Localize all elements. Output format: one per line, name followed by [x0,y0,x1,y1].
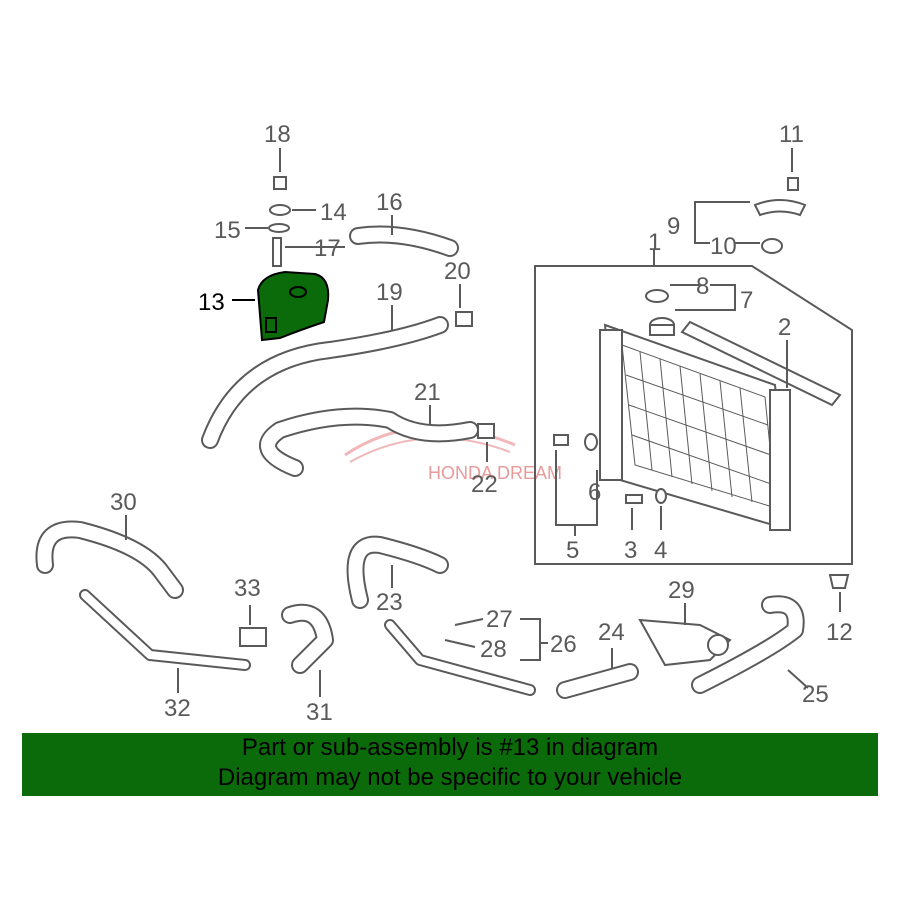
callout-31: 31 [306,699,333,726]
callout-33: 33 [234,575,261,602]
radiator-shroud-bar [680,320,842,407]
info-banner: Part or sub-assembly is #13 in diagram D… [22,733,878,796]
callout-6: 6 [588,479,601,506]
callout-20: 20 [444,258,471,285]
callout-21: 21 [414,379,441,406]
callout-2: 2 [778,314,791,341]
callout-27: 27 [486,606,513,633]
hoses [35,225,805,699]
callout-18: 18 [264,121,291,148]
callout-14: 14 [320,199,347,226]
banner-line-1: Part or sub-assembly is #13 in diagram [241,734,659,761]
callout-26: 26 [550,631,577,658]
radiator-cap [645,289,675,336]
callout-12: 12 [826,619,853,646]
callouts: 1 2 3 4 5 6 7 8 9 10 11 12 13 14 15 16 1… [110,121,853,726]
callout-29: 29 [668,577,695,604]
water-pipes [79,589,732,696]
small-parts [239,176,495,647]
callout-7: 7 [740,287,753,314]
watermark-text: HONDA DREAM [428,463,562,483]
reserve-tank-part [256,270,330,342]
callout-17: 17 [314,235,341,262]
callout-30: 30 [110,489,137,516]
callout-19: 19 [376,279,403,306]
callout-32: 32 [164,695,191,722]
callout-28: 28 [480,636,507,663]
callout-25: 25 [802,681,829,708]
upper-right-clips [753,177,850,589]
callout-15: 15 [214,217,241,244]
callout-10: 10 [710,233,737,260]
callout-3: 3 [624,537,637,564]
radiator-part [599,323,792,532]
callout-13: 13 [198,289,225,316]
callout-5: 5 [566,537,579,564]
callout-23: 23 [376,589,403,616]
callout-11: 11 [779,121,804,148]
callout-22: 22 [471,471,498,498]
callout-16: 16 [376,189,403,216]
callout-9: 9 [667,213,680,240]
banner-line-2: Diagram may not be specific to your vehi… [217,764,683,791]
leader-lines [125,148,841,697]
callout-1: 1 [648,229,661,256]
radiator-assembly-box [534,265,853,565]
small-radiator-parts [553,433,667,504]
callout-4: 4 [654,537,667,564]
callout-8: 8 [696,273,709,300]
callout-24: 24 [598,619,625,646]
